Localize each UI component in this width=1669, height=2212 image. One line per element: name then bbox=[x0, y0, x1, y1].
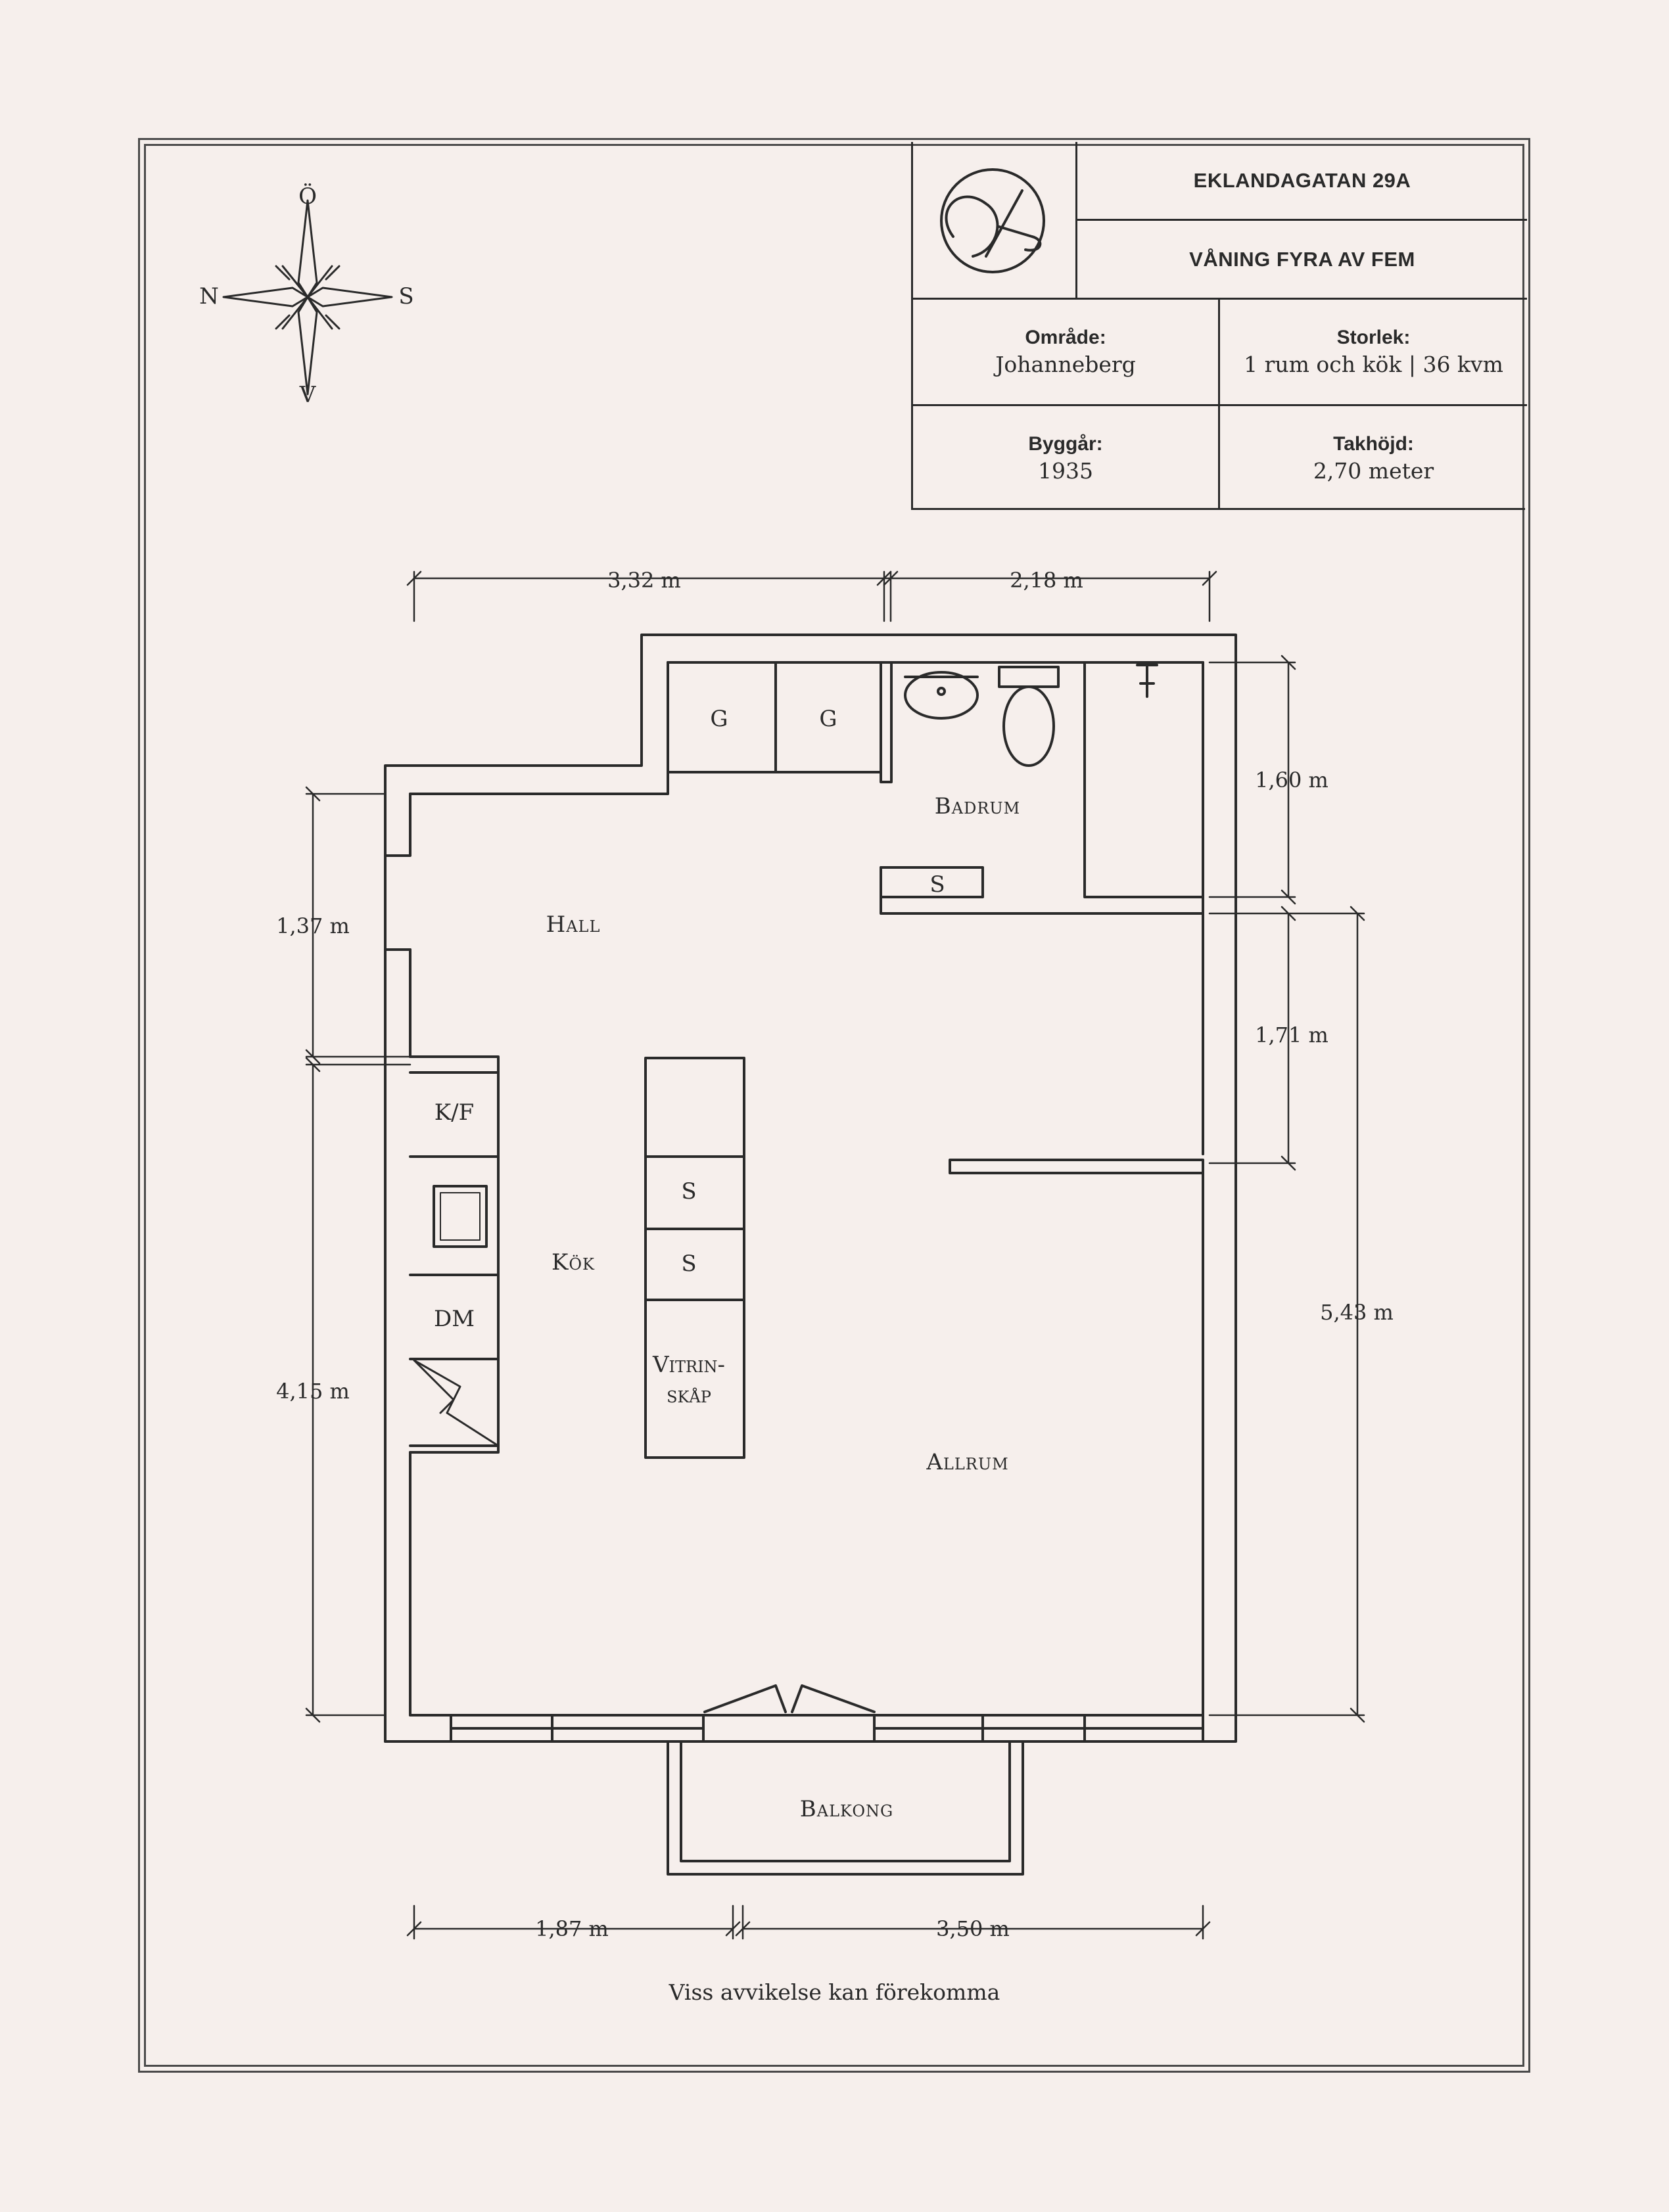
outer-frame bbox=[138, 138, 1530, 2073]
room-badrum: Badrum bbox=[935, 793, 1020, 819]
fact-label: Storlek: bbox=[1336, 327, 1411, 348]
compass-rose-icon bbox=[222, 199, 393, 396]
street-cell: EKLANDAGATAN 29A bbox=[1077, 142, 1527, 221]
fact-value: Johanneberg bbox=[995, 352, 1136, 377]
fact-byggar: Byggår: 1935 bbox=[913, 406, 1220, 510]
fact-takhojd: Takhöjd: 2,70 meter bbox=[1220, 406, 1527, 510]
dim-left-1: 1,37 m bbox=[276, 913, 350, 938]
floor-level: VÅNING FYRA AV FEM bbox=[1189, 247, 1415, 271]
street-address: EKLANDAGATAN 29A bbox=[1193, 168, 1411, 192]
fixture-g-1: G bbox=[710, 706, 728, 732]
room-allrum: Allrum bbox=[926, 1449, 1008, 1475]
room-hall: Hall bbox=[546, 911, 601, 938]
fixture-s-bath: S bbox=[929, 871, 945, 898]
fixture-s-2: S bbox=[681, 1251, 696, 1277]
fact-label: Takhöjd: bbox=[1333, 432, 1414, 455]
floor-cell: VÅNING FYRA AV FEM bbox=[1077, 221, 1527, 300]
fact-value: 2,70 meter bbox=[1313, 457, 1434, 484]
room-kok: Kök bbox=[552, 1249, 595, 1276]
inner-frame bbox=[144, 144, 1524, 2067]
fixture-dm: DM bbox=[434, 1306, 475, 1332]
info-table: EKLANDAGATAN 29A VÅNING FYRA AV FEM Områ… bbox=[911, 142, 1527, 510]
dim-bottom-left: 1,87 m bbox=[535, 1916, 609, 1941]
dim-right-1: 1,60 m bbox=[1255, 768, 1328, 793]
compass-label-left: N bbox=[199, 283, 219, 310]
compass-label-right: S bbox=[398, 283, 413, 310]
fixture-vitrinskap-1: Vitrin- bbox=[652, 1352, 725, 1378]
fact-label: Byggår: bbox=[1028, 432, 1103, 455]
logo-circle bbox=[940, 168, 1045, 273]
fact-storlek: Storlek: 1 rum och kök | 36 kvm bbox=[1220, 300, 1527, 406]
fact-label: Område: bbox=[1025, 327, 1106, 348]
fixture-g-2: G bbox=[819, 706, 837, 732]
compass-label-bottom: V bbox=[299, 382, 317, 408]
dim-top-left: 3,32 m bbox=[607, 568, 681, 593]
room-balkong: Balkong bbox=[800, 1796, 893, 1822]
fact-value: 1935 bbox=[1038, 457, 1093, 484]
dim-top-right: 2,18 m bbox=[1010, 568, 1083, 593]
dim-right-3: 5,43 m bbox=[1320, 1300, 1394, 1325]
dim-right-2: 1,71 m bbox=[1255, 1023, 1328, 1048]
fact-value: 1 rum och kök | 36 kvm bbox=[1244, 352, 1503, 377]
fixture-s-1: S bbox=[681, 1178, 696, 1205]
fact-omrade: Område: Johanneberg bbox=[913, 300, 1220, 406]
dim-bottom-right: 3,50 m bbox=[936, 1916, 1010, 1941]
fixture-vitrinskap-2: skåp bbox=[667, 1382, 711, 1408]
compass-label-top: Ö bbox=[298, 183, 317, 210]
fixture-kf: K/F bbox=[435, 1099, 474, 1126]
dim-left-2: 4,15 m bbox=[276, 1379, 350, 1404]
logo-cell bbox=[913, 142, 1077, 300]
disclaimer: Viss avvikelse kan förekomma bbox=[669, 1979, 1000, 2005]
